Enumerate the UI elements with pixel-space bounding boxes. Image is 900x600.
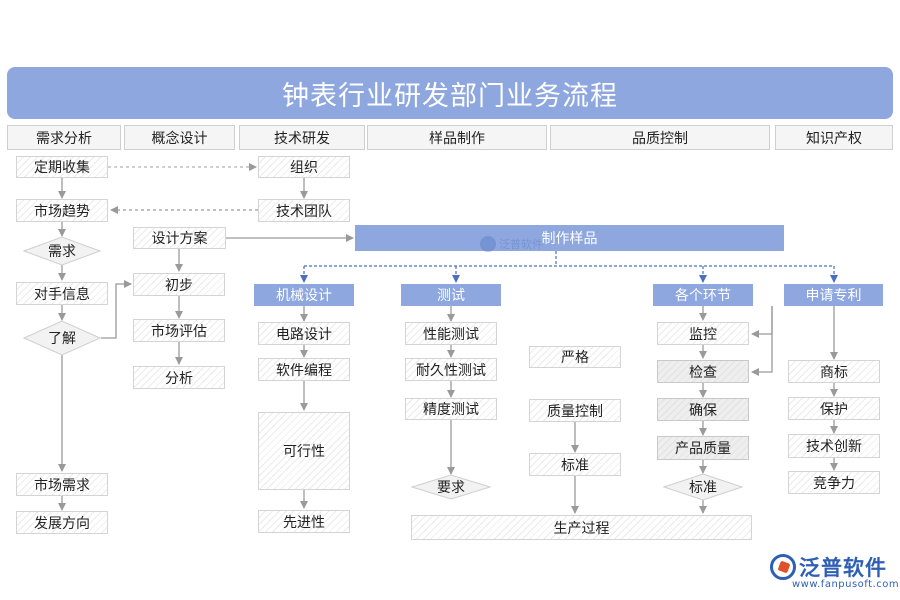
node-testing: 测试 [401, 284, 501, 306]
node-competitor-info: 对手信息 [16, 282, 108, 305]
node-strict: 严格 [529, 346, 621, 368]
node-demand-diamond-label: 需求 [48, 244, 76, 260]
node-market-demand: 市场需求 [16, 473, 108, 496]
brand-url: www.fanpusoft.com [792, 579, 900, 590]
node-understand-diamond-label: 了解 [48, 331, 76, 347]
node-production-process: 生产过程 [411, 515, 752, 540]
node-software-programming: 软件编程 [258, 358, 350, 381]
lane-header-tech-rnd: 技术研发 [239, 125, 365, 150]
brand-logo: 泛普软件 [770, 552, 887, 582]
node-inspect: 检查 [657, 360, 749, 383]
node-standard-box: 标准 [529, 453, 621, 476]
node-preliminary: 初步 [133, 273, 225, 296]
node-durability-test: 耐久性测试 [405, 358, 497, 381]
lane-header-ip: 知识产权 [775, 125, 893, 150]
node-trademark: 商标 [788, 360, 880, 383]
watermark-logo-icon [480, 236, 496, 252]
node-protection: 保护 [788, 397, 880, 420]
node-standard-diamond-label: 标准 [689, 480, 717, 496]
diagram-title-bar: 钟表行业研发部门业务流程 [7, 67, 893, 119]
node-ensure: 确保 [657, 398, 749, 421]
node-development-direction: 发展方向 [16, 511, 108, 534]
node-make-sample: 制作样品 [355, 225, 784, 251]
node-quality-control: 质量控制 [529, 399, 621, 422]
lane-header-sample-making: 样品制作 [367, 125, 547, 150]
node-apply-patent: 申请专利 [784, 284, 883, 306]
node-tech-team: 技术团队 [258, 199, 350, 222]
lane-header-quality-control: 品质控制 [550, 125, 770, 150]
node-market-trend: 市场趋势 [16, 199, 108, 222]
node-market-evaluation: 市场评估 [133, 319, 225, 342]
node-each-stage: 各个环节 [653, 284, 753, 306]
node-requirement-diamond-label: 要求 [437, 480, 465, 496]
brand-logo-icon [770, 554, 796, 580]
diamond-demand [22, 236, 102, 266]
node-mechanical-design: 机械设计 [254, 284, 354, 306]
node-precision-test: 精度测试 [405, 398, 497, 420]
diamond-understand [22, 320, 102, 356]
watermark-text: 泛普软件 [499, 238, 543, 251]
diamond-standard [662, 473, 744, 501]
diagram-title: 钟表行业研发部门业务流程 [282, 80, 618, 112]
brand-name: 泛普软件 [799, 556, 887, 580]
node-regular-collection: 定期收集 [16, 156, 108, 178]
diamond-requirement [410, 474, 492, 500]
node-organize: 组织 [258, 156, 350, 178]
node-competitiveness: 竞争力 [788, 471, 880, 494]
node-design-plan: 设计方案 [133, 227, 226, 249]
lane-header-concept-design: 概念设计 [124, 125, 235, 150]
node-analysis: 分析 [133, 366, 225, 389]
node-product-quality: 产品质量 [657, 436, 749, 460]
lane-header-demand-analysis: 需求分析 [7, 125, 121, 150]
node-feasibility: 可行性 [258, 412, 350, 490]
node-circuit-design: 电路设计 [258, 322, 350, 345]
node-monitor: 监控 [657, 322, 749, 345]
node-advancement: 先进性 [258, 510, 350, 533]
node-performance-test: 性能测试 [405, 322, 497, 345]
watermark: 泛普软件 [480, 236, 543, 252]
node-tech-innovation: 技术创新 [788, 434, 880, 458]
